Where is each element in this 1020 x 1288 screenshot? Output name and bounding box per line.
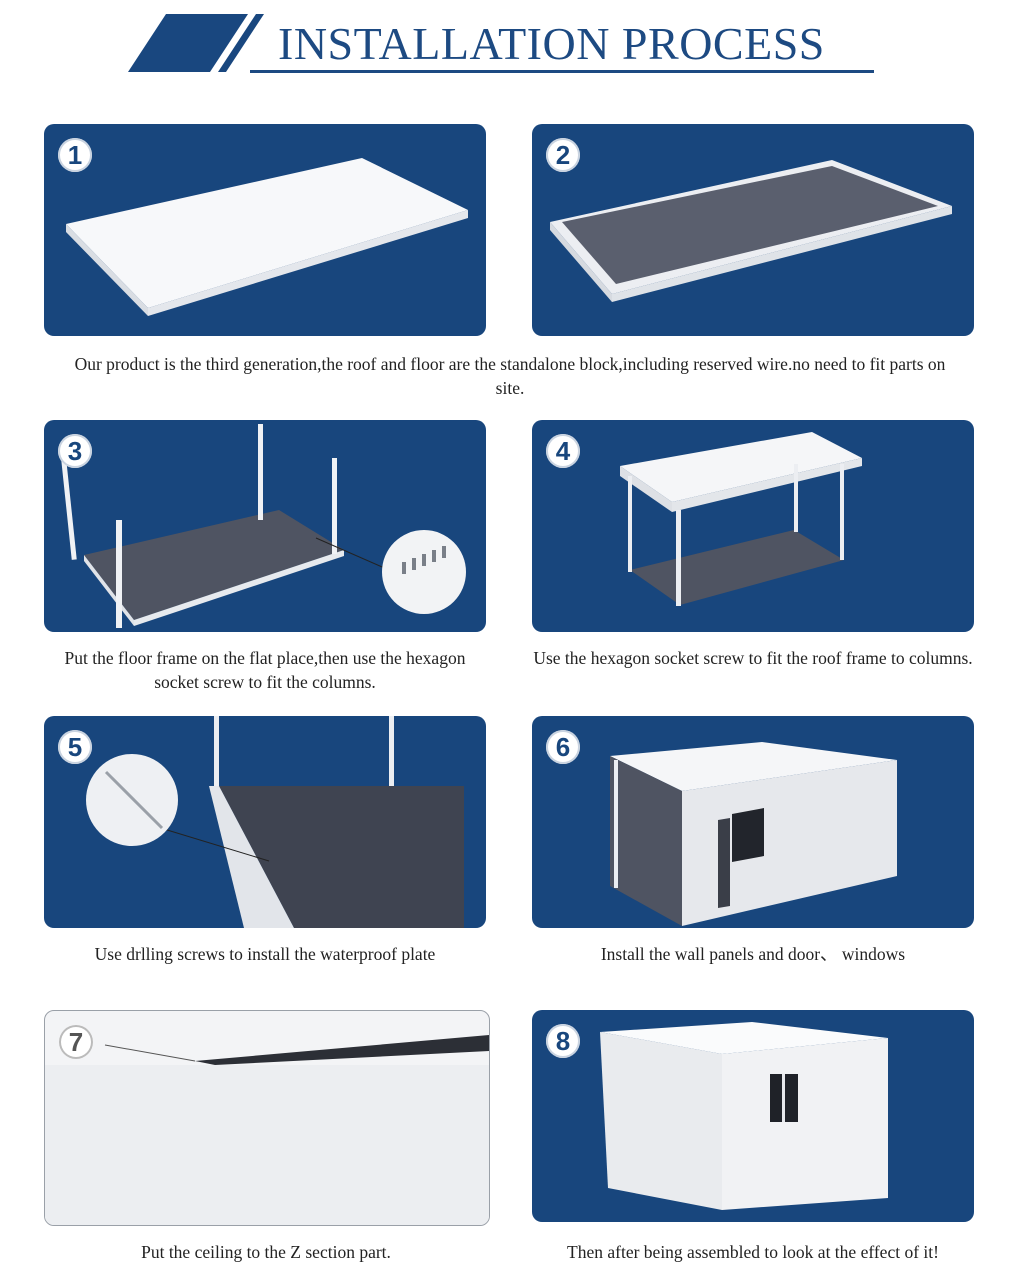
caption-step-4: Use the hexagon socket screw to fit the …	[533, 648, 973, 668]
caption-step-5: Use drlling screws to install the waterp…	[94, 944, 436, 964]
floor-panel-illustration	[550, 160, 952, 302]
wall-panels-illustration	[610, 742, 897, 926]
roof-on-columns-illustration	[620, 432, 862, 606]
header-underline	[250, 70, 874, 73]
step-number-badge: 6	[546, 730, 580, 764]
step-number-badge: 4	[546, 434, 580, 468]
step-7-panel: 7	[44, 1010, 490, 1226]
step-6-panel: 6	[532, 716, 974, 928]
caption-step-3: Put the floor frame on the flat place,th…	[64, 648, 466, 692]
step-2-panel: 2	[532, 124, 974, 336]
step-1-panel: 1	[44, 124, 486, 336]
waterproof-plate-illustration	[86, 716, 464, 928]
step-number-badge: 1	[58, 138, 92, 172]
caption-steps-1-2: Our product is the third generation,the …	[74, 354, 946, 398]
step-number-badge: 5	[58, 730, 92, 764]
step-5-panel: 5	[44, 716, 486, 928]
caption-step-8: Then after being assembled to look at th…	[567, 1242, 939, 1262]
page-header: INSTALLATION PROCESS	[0, 0, 1020, 90]
page-title: INSTALLATION PROCESS	[278, 18, 825, 69]
floor-with-columns-illustration	[60, 424, 466, 628]
caption-step-7: Put the ceiling to the Z section part.	[141, 1242, 391, 1262]
step-number-badge: 8	[546, 1024, 580, 1058]
step-3-panel: 3	[44, 420, 486, 632]
step-number-badge: 2	[546, 138, 580, 172]
step-number-badge: 7	[59, 1025, 93, 1059]
caption-step-6: Install the wall panels and door、 window…	[600, 944, 906, 964]
roof-panel-illustration	[66, 158, 468, 316]
header-parallelogram-icon	[128, 14, 264, 72]
ceiling-z-section-illustration	[45, 1035, 489, 1225]
assembled-container-illustration	[600, 1022, 888, 1210]
step-8-panel: 8	[532, 1010, 974, 1222]
step-number-badge: 3	[58, 434, 92, 468]
step-4-panel: 4	[532, 420, 974, 632]
